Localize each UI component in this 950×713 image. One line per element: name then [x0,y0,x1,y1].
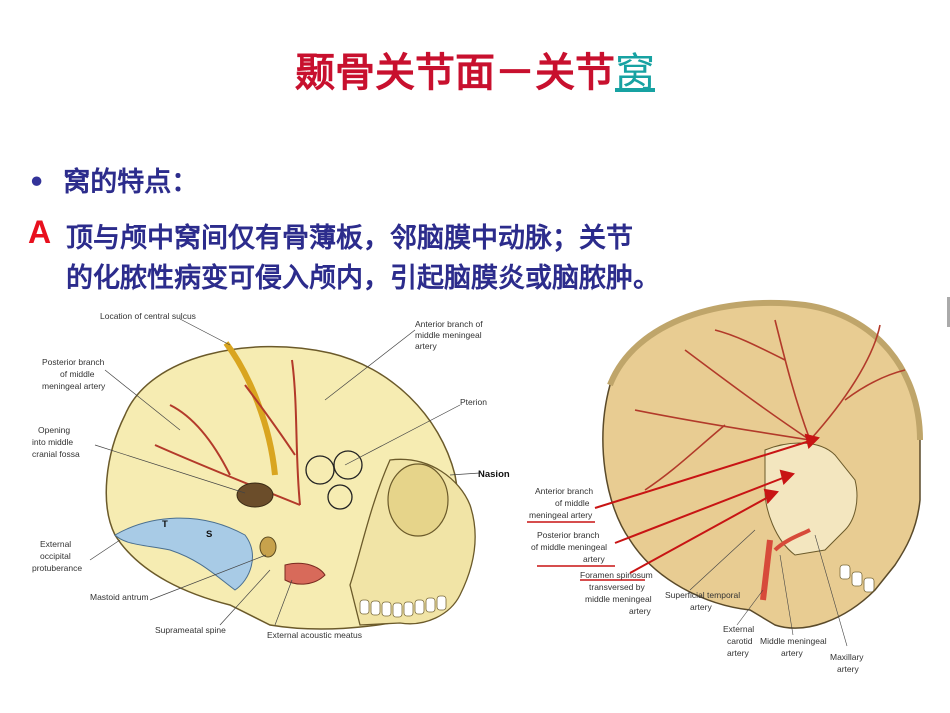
right-label-anterior-2: of middle [555,498,590,508]
sinus-t-label: T [162,519,168,530]
paragraph-line-2: 的化脓性病变可侵入颅内，引起脑膜炎或脑脓肿。 [66,263,660,294]
right-label-anterior-3: meningeal artery [529,510,593,520]
figure-interior-skull: Anterior branch of middle meningeal arte… [527,299,923,674]
label-anterior-branch-3: artery [415,341,437,351]
bullet-text: 窝的特点： [63,167,199,198]
leader-lines [89,318,481,626]
label-opening-2: into middle [32,437,73,447]
bullet-item: • 窝的特点： [28,160,198,199]
label-mastoid: Mastoid antrum [90,592,149,602]
pterion-circle-3 [327,484,353,510]
label-ext-occipital-1: External [40,539,71,549]
right-label-sup-temporal-2: artery [690,602,712,612]
label-central-sulcus: Location of central sulcus [100,311,196,321]
right-label-sup-temporal-1: Superficial temporal [665,590,740,600]
label-ext-occipital-3: protuberance [32,563,82,573]
orbit [387,463,449,537]
edge-mark [947,297,950,327]
interior-teeth [839,564,875,593]
label-underlines [527,521,645,581]
right-label-foramen-3: middle meningeal [585,594,652,604]
right-label-foramen-2: transversed by [589,582,645,592]
skull-outer-table [607,299,923,441]
paragraph-line-1: 顶与颅中窝间仅有骨薄板，邻脑膜中动脉；关节 [66,223,633,254]
paragraph-marker: A [28,214,52,250]
right-label-posterior-1: Posterior branch [537,530,600,540]
slide-title-main: 颞骨关节面－关节 [295,49,615,96]
right-label-mid-meningeal-2: artery [781,648,803,658]
teeth [359,595,447,618]
label-acoustic: External acoustic meatus [267,630,362,640]
label-pterion: Pterion [460,397,487,407]
meningeal-artery-branches [154,359,301,506]
pterion-circle-2 [333,450,363,480]
right-label-posterior-2: of middle meningeal [531,542,607,552]
right-leader-lines [689,529,848,647]
pointer-arrows [594,433,820,574]
slide-title: 颞骨关节面－关节窝 [0,40,950,98]
label-posterior-branch-2: of middle [60,369,95,379]
interior-meningeal-branches [634,319,906,491]
right-label-ext-carotid-1: External [723,624,754,634]
right-label-foramen-1: Foramen spinosum [580,570,653,580]
label-ext-occipital-2: occipital [40,551,71,561]
right-label-posterior-3: artery [583,554,605,564]
venous-sinus [114,517,253,591]
label-opening-1: Opening [38,425,70,435]
label-suprameatal: Suprameatal spine [155,625,226,635]
figure-lateral-skull: T S Location of central sulcus Anterior … [32,311,510,640]
bullet-dot-icon: • [28,167,46,198]
right-label-anterior-1: Anterior branch [535,486,593,496]
label-anterior-branch-2: middle meningeal [415,330,482,340]
label-posterior-branch-1: Posterior branch [42,357,105,367]
carotid-vessel [760,539,773,601]
right-label-ext-carotid-2: carotid [727,636,753,646]
mastoid-antrum-spot [259,536,277,558]
middle-fossa-opening [236,482,274,508]
sinus-s-label: S [206,529,212,540]
label-posterior-branch-3: meningeal artery [42,381,106,391]
label-opening-3: cranial fossa [32,449,80,459]
right-label-ext-carotid-3: artery [727,648,749,658]
right-label-foramen-4: artery [629,606,651,616]
maxillary-vessel [773,528,811,552]
external-acoustic-meatus [284,562,326,585]
right-label-mid-meningeal-1: Middle meningeal [760,636,827,646]
label-anterior-branch-1: Anterior branch of [415,319,483,329]
label-nasion: Nasion [478,469,510,480]
right-label-maxillary-2: artery [837,664,859,674]
pterion-circle-1 [305,455,335,485]
right-label-maxillary-1: Maxillary [830,652,864,662]
slide-title-link[interactable]: 窝 [615,50,655,96]
